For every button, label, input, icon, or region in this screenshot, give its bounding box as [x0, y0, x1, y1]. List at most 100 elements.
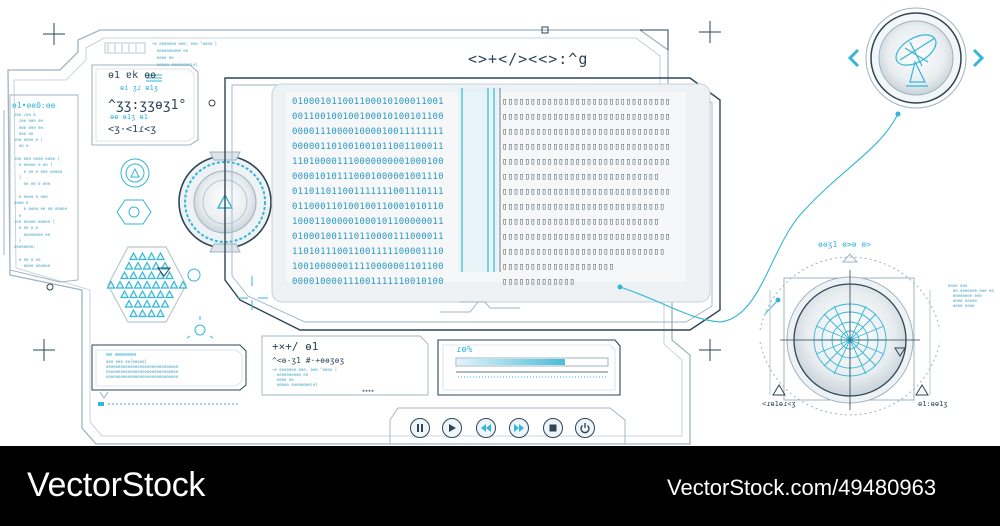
hud-canvas: <>+</><<>:^g ɵ1 ɐk ɵɵ ^ʒʒ:ʒʒɵʒ1° <ʒ·<1ɾ<… — [3, 7, 994, 445]
radar-notes: ɵɵɵɵ ɵɵɵ ɵɵ ɵɵɵɵɵɵɵ ɵɵɵ ɵɵ ɵɵɵɵɵɵɵɵ ɵɵɵ … — [948, 283, 994, 308]
box-row: ▯▯▯▯▯▯▯▯▯▯▯▯▯▯▯▯▯▯▯▯▯▯▯▯▯▯▯▯▯▯ — [502, 142, 671, 152]
triangle-cell — [155, 308, 166, 318]
triangle-cell — [137, 289, 148, 299]
header-title: <>+</><<>:^g — [468, 50, 589, 68]
triangle-cell — [142, 261, 152, 270]
brand-url: VectorStock.com/49480963 — [667, 475, 937, 500]
triangle-cell — [160, 299, 170, 308]
top-code: ɵi ʒɾ ɵ1ʒ — [120, 84, 158, 92]
hex-triangle-grid — [106, 246, 188, 323]
corner-crosshairs — [33, 21, 721, 361]
triangle-cell — [164, 270, 175, 280]
radar-left-label: <ɾɵ1ɵɾ<ʒ — [762, 400, 796, 408]
triangle-cell — [124, 299, 134, 308]
pause-icon — [417, 424, 423, 432]
triangle-cell — [146, 289, 157, 299]
play-button[interactable] — [442, 418, 462, 438]
triangle-cell — [119, 270, 130, 280]
radar-dial — [759, 253, 941, 416]
triangle-cell — [137, 308, 148, 318]
mid-code: ^<ɵ-ʒ1 #·+ɵɵʒɵʒ — [272, 356, 345, 365]
mid-heading: +×+/ ɵ1 — [272, 340, 319, 353]
binary-row: 000010101110001000001001110 — [292, 172, 444, 182]
triangle-cell — [137, 251, 148, 261]
triangle-cell — [133, 280, 143, 289]
binary-row: 011011011001111111001110111 — [292, 187, 444, 197]
triangle-cell — [124, 261, 134, 270]
triangle-cell — [137, 270, 148, 280]
triangle-cell — [124, 280, 134, 289]
triangle-cell — [178, 280, 188, 289]
fast-forward-button[interactable] — [509, 418, 529, 438]
counter-main: ^ʒʒ:ʒʒɵʒ1° — [108, 98, 187, 113]
triangle-cell — [160, 280, 170, 289]
triangle-cell — [115, 280, 125, 289]
radar-title: ɵɵʒ1 ɵ>ɵ ɵ> — [818, 240, 871, 249]
radar-right-label: ɵ1:ɵɵ1ʒ — [918, 400, 948, 408]
triangle-cell — [169, 280, 179, 289]
fast-forward-icon — [514, 424, 524, 432]
pause-button[interactable] — [410, 418, 430, 438]
triangle-cell — [133, 299, 143, 308]
binary-row: 010001001110110000111000011 — [292, 232, 444, 242]
mid-lines: ~ɵ ɵɵɵɵɵɵɵ ɵɵɵ, ɵɵɵ "ɵɵɵɵ ] ɵɵɵɵɵɵɵɵɵɵ ɵ… — [272, 367, 338, 387]
triangle-cell — [128, 251, 139, 261]
triangle-cell — [128, 308, 139, 318]
counter-sub: <ʒ·<1ɾ<ʒ — [108, 124, 157, 135]
satellite-dish-dial — [847, 7, 985, 109]
triangle-cell — [146, 251, 157, 261]
box-row: ▯▯▯▯▯▯▯▯▯▯▯▯▯▯▯▯▯▯▯▯▯▯▯▯▯▯▯▯▯▯ — [502, 97, 671, 107]
box-row: ▯▯▯▯▯▯▯▯▯▯▯▯▯▯▯▯▯▯▯▯▯▯▯▯▯▯▯▯▯▯ — [502, 187, 671, 197]
binary-row: 000011100001000010011111111 — [292, 127, 444, 137]
box-row: ▯▯▯▯▯▯▯▯▯▯▯▯▯▯▯▯▯▯▯▯▯▯▯▯▯▯▯▯▯▯ — [502, 127, 671, 137]
brand-logo-text: VectorStock — [27, 466, 206, 504]
triangle-cell — [146, 308, 157, 318]
progress-label: ɾɵ% — [456, 345, 473, 355]
triangle-cell — [151, 280, 161, 289]
play-icon — [449, 424, 456, 432]
header-subtitle: ɵ1 ɐk ɵɵ — [108, 70, 157, 81]
triangle-cell — [151, 299, 161, 308]
triangle-cell — [146, 270, 157, 280]
bottom-left-title: ɵɵ ɵɵɵɵɵɵɵ — [106, 352, 137, 358]
binary-row: 000001101001001011001100011 — [292, 142, 444, 152]
watermark-footer: VectorStock VectorStock.com/49480963 — [0, 446, 1000, 526]
triangle-cell — [155, 289, 166, 299]
bottom-left-lines: ɵɵɵ ɵɵɵ ɵɵ[ɵɵɵɵɵ] ɵɵɵɵɵɵɵɵɵɵɵɵɵɵɵɵɵɵɵɵɵɵ… — [106, 359, 179, 379]
box-row: ▯▯▯▯▯▯▯▯▯▯▯▯▯▯▯▯▯▯▯▯ — [502, 262, 615, 272]
progress-fill — [457, 359, 565, 365]
binary-row: 110101110011001111100001110 — [292, 247, 444, 257]
hud-frame-graphics — [3, 7, 985, 445]
stop-button[interactable] — [543, 418, 563, 438]
left-code-block: ɾɵɵ ɾɵɵ ɵ ɾɵɵ ɵɵɵ ɵɵ ɵɵɵ ɵɵɵ ɵɵ ɵɵɵ ɵɵ ɾ… — [14, 112, 67, 269]
triangle-cell — [164, 289, 175, 299]
top-code-2: ɵɵ ɵ1ʒ ɵ1 — [110, 113, 148, 121]
top-notes: ~ɵ ɵɵɵɵɵɵɵ ɵɵɵ, ɵɵɵ "ɵɵɵɵ ] ɵɵɵɵɵɵɵɵɵɵ ɵ… — [152, 41, 218, 67]
triangle-cell — [155, 270, 166, 280]
box-row: ▯▯▯▯▯▯▯▯▯▯▯▯▯▯▯▯▯▯▯▯▯▯▯▯▯▯▯▯ — [502, 172, 660, 182]
triangle-cell — [133, 261, 143, 270]
rewind-button[interactable] — [476, 418, 496, 438]
power-button[interactable] — [575, 418, 595, 438]
box-row: ▯▯▯▯▯▯▯▯▯▯▯▯▯▯▯▯▯▯▯▯▯▯▯▯▯▯▯▯▯▯ — [502, 157, 671, 167]
box-row: ▯▯▯▯▯▯▯▯▯▯▯▯▯▯▯▯▯▯▯▯▯▯▯▯▯▯▯▯▯▯ — [502, 232, 671, 242]
box-row: ▯▯▯▯▯▯▯▯▯▯▯▯▯▯▯▯▯▯▯▯▯▯▯▯▯▯▯▯▯ — [502, 247, 665, 257]
triangle-cell — [106, 280, 116, 289]
box-row: ▯▯▯▯▯▯▯▯▯▯▯▯▯▯▯▯▯▯▯▯▯▯▯▯▯▯▯▯▯ — [502, 202, 665, 212]
binary-row: 100100000011110000001101100 — [292, 262, 444, 272]
rewind-icon — [481, 424, 491, 432]
box-row: ▯▯▯▯▯▯▯▯▯▯▯▯▯▯▯▯▯▯▯▯▯▯▯▯▯▯▯▯▯▯ — [502, 112, 671, 122]
binary-row: 110100001110000000001000100 — [292, 157, 444, 167]
left-code-title: ɵ1•ɵɵ0:ɵɵ — [12, 101, 56, 110]
binary-row: 010001011001100010100011001 — [292, 97, 444, 107]
box-row: ▯▯▯▯▯▯▯▯▯▯▯▯▯ — [502, 277, 576, 287]
stop-icon — [549, 424, 557, 432]
triangle-cell — [119, 289, 130, 299]
binary-row: 100011000001000101100000011 — [292, 217, 444, 227]
mid-stars: ★★★★ — [362, 388, 375, 394]
triangle-cell — [155, 251, 166, 261]
triangle-cell — [128, 289, 139, 299]
triangle-cell — [160, 261, 170, 270]
triangle-cell — [151, 261, 161, 270]
binary-row: 001100100100100010100101100 — [292, 112, 444, 122]
